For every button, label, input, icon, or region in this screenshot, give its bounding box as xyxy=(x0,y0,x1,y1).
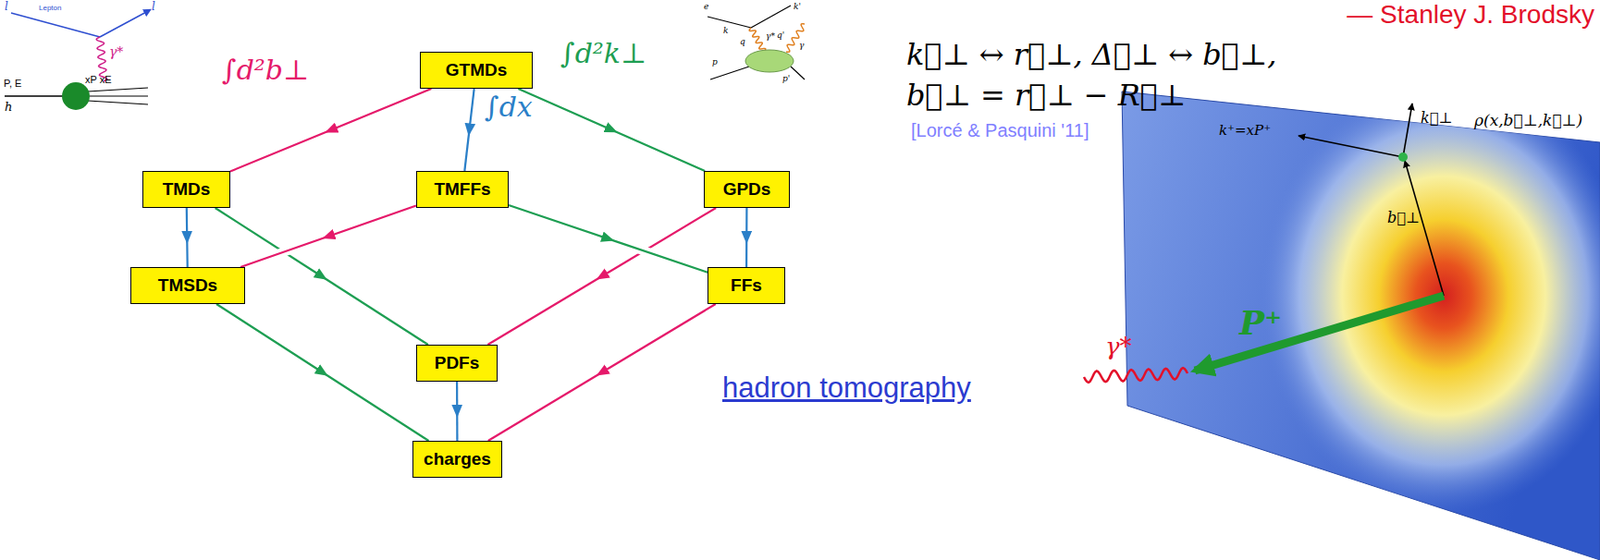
hadron-line xyxy=(87,100,148,105)
hadron-blob xyxy=(61,82,90,111)
integration-arrow xyxy=(230,88,431,172)
box-label: GPDs xyxy=(713,179,780,200)
hadron-label: h xyxy=(4,99,13,114)
edge-group xyxy=(464,88,474,172)
momentum-tag: q' xyxy=(776,30,785,40)
integration-arrow xyxy=(745,208,749,268)
photon-wave xyxy=(786,24,805,52)
tmd-box: TMDs xyxy=(142,171,231,209)
integration-arrow xyxy=(216,304,429,442)
electron-line xyxy=(750,5,791,28)
citation: [Lorcé & Pasquini '11] xyxy=(910,120,1089,142)
integral-label: ∫dx xyxy=(484,90,533,124)
kplus-label: k⁺=xP⁺ xyxy=(1218,122,1271,139)
lepton-label: l xyxy=(151,0,156,13)
proton-blob xyxy=(745,49,794,73)
lepton-line xyxy=(99,11,148,37)
integration-arrow xyxy=(240,206,417,268)
momentum-tag: p' xyxy=(782,73,790,84)
parton-dot xyxy=(1398,152,1408,162)
b-label: b⃗⊥ xyxy=(1387,209,1420,227)
photon-wave xyxy=(749,27,766,52)
integration-arrow xyxy=(464,88,474,172)
charges-box: charges xyxy=(412,441,503,479)
integration-arrow xyxy=(517,88,705,172)
photon-label: γ* xyxy=(109,44,124,60)
lepton-line xyxy=(11,12,100,37)
box-label: FFs xyxy=(717,275,776,296)
k-vector xyxy=(1403,103,1413,158)
edge-group xyxy=(185,208,188,268)
box-label: GTMDs xyxy=(430,60,523,81)
link-text: hadron tomography xyxy=(722,371,972,406)
hadron-line xyxy=(89,95,148,97)
b-vector xyxy=(1404,160,1444,296)
gtmd-box: GTMDs xyxy=(419,51,533,89)
momentum-tag: q xyxy=(739,36,746,47)
proton-line xyxy=(710,66,750,80)
photon-label: γ* xyxy=(1105,332,1133,361)
edge-group xyxy=(488,304,716,442)
edge-group xyxy=(240,206,417,268)
photon-wave xyxy=(1083,368,1188,383)
integral-label: ∫d²k⊥ xyxy=(560,36,647,70)
box-label: TMFFs xyxy=(426,179,499,200)
pdf-box: PDFs xyxy=(416,344,498,382)
momentum-tag: k' xyxy=(793,1,801,12)
momentum-tag: e xyxy=(703,1,709,12)
formula: k⃗⊥ ↔ r⃗⊥, Δ⃗⊥ ↔ b⃗⊥, xyxy=(906,36,1277,73)
hadron-line xyxy=(87,87,148,92)
edge-group xyxy=(508,205,708,273)
density-label: ρ(x,b⃗⊥,k⃗⊥) xyxy=(1474,110,1583,130)
integration-arrow xyxy=(185,208,189,268)
hadron-label: P, E xyxy=(3,77,22,89)
kplus-arrow xyxy=(1298,135,1404,158)
photon-label: γ* xyxy=(765,31,776,41)
hadron-line xyxy=(4,95,65,98)
ff-box: FFs xyxy=(707,267,786,305)
gpd-box: GPDs xyxy=(703,171,790,209)
k-label: k⃗⊥ xyxy=(1420,109,1453,127)
integral-label: ∫d²b⊥ xyxy=(221,53,309,87)
photon-label: γ xyxy=(799,40,804,50)
box-label: PDFs xyxy=(426,353,488,374)
parton-label: xP xE xyxy=(85,73,112,86)
integration-arrow xyxy=(455,381,459,442)
formula: b⃗⊥ = r⃗⊥ − R⃗⊥ xyxy=(906,77,1186,113)
momentum-label: P⁺ xyxy=(1239,303,1282,343)
integration-arrow xyxy=(508,205,708,273)
momentum-tag: p xyxy=(712,57,718,67)
momentum-arrow xyxy=(1194,295,1444,371)
box-label: charges xyxy=(422,449,493,470)
edge-group xyxy=(517,88,705,172)
edge-group xyxy=(216,304,429,442)
integration-arrow xyxy=(488,304,716,442)
momentum-tag: k xyxy=(723,25,728,36)
quote-author: — Stanley J. Brodsky xyxy=(1346,0,1595,30)
tmsd-box: TMSDs xyxy=(130,267,246,305)
electron-line xyxy=(707,16,751,28)
edge-group xyxy=(456,381,458,442)
edge-group xyxy=(230,88,431,172)
tmff-box: TMFFs xyxy=(416,171,509,209)
lepton-label: Lepton xyxy=(38,3,62,13)
lepton-label: l xyxy=(4,0,9,13)
proton-line xyxy=(790,66,805,80)
box-label: TMDs xyxy=(152,179,221,200)
box-label: TMSDs xyxy=(140,275,235,296)
edge-group xyxy=(746,208,748,268)
